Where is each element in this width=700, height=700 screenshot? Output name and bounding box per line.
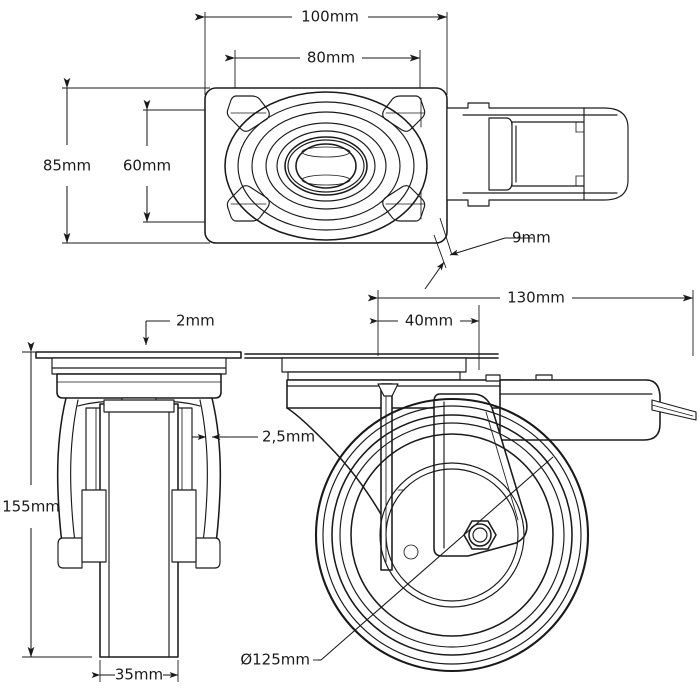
dimension-label-9mm: 9mm (512, 229, 551, 247)
dimension-40mm: 40mm (369, 312, 480, 330)
dimension-label-2-5mm: 2,5mm (262, 428, 315, 446)
hub-block-left (81, 489, 107, 563)
dimension-label-35mm: 35mm (115, 666, 163, 684)
dimension-label-130mm: 130mm (507, 289, 565, 307)
dimension-label-125mm: Ø125mm (240, 651, 310, 669)
front-mounting-plate (35, 351, 242, 375)
wheel-vent-hole (403, 544, 419, 560)
side-view: 130mm 40mm (240, 289, 697, 673)
wheel-tyre-outer (314, 397, 590, 673)
side-wheel (314, 397, 590, 673)
hub-block-right (171, 489, 197, 563)
brake-stud-left (485, 374, 501, 382)
dimension-label-40mm: 40mm (405, 312, 453, 330)
swivel-raceway (224, 91, 428, 241)
raceway-ring-8 (295, 143, 357, 189)
raceway-ring-4 (265, 122, 387, 210)
dimension-35mm: 35mm (91, 660, 179, 684)
wheel-hub-ring-1 (379, 462, 525, 608)
side-plate-body (281, 357, 467, 373)
dimension-label-80mm: 80mm (307, 49, 355, 67)
axle-cap-left (57, 537, 83, 569)
raceway-ring-2 (237, 101, 415, 231)
raceway-ring-7 (287, 139, 365, 193)
wheel-hub-ring-2 (385, 468, 519, 602)
wheel-rim-outer (331, 414, 573, 656)
dimension-label-60mm: 60mm (123, 157, 171, 175)
dimension-155mm: 155mm (2, 341, 92, 658)
raceway-top-notch (301, 146, 351, 158)
brake-cam-plate (511, 121, 585, 187)
raceway-ring-1 (224, 91, 428, 241)
dimension-100mm: 100mm (194, 8, 448, 26)
front-swivel-housing (56, 373, 222, 399)
dimension-9mm: 9mm (424, 217, 551, 290)
raceway-ring-6 (284, 136, 368, 196)
dimension-80mm: 80mm (224, 49, 421, 67)
brake-pedal-top (446, 102, 629, 207)
dimension-label-85mm: 85mm (43, 157, 91, 175)
kingpin-collar (377, 383, 399, 397)
side-brake-lever (499, 379, 697, 441)
brake-pedal-tip (651, 399, 697, 421)
raceway-ring-3 (251, 111, 401, 221)
dimension-label-100mm: 100mm (301, 8, 359, 26)
front-wheel (81, 399, 197, 658)
bolt-hole-top-left (226, 95, 270, 132)
bolt-holes (226, 95, 426, 222)
wheel-tread-body (99, 403, 179, 658)
brake-pivot-block (488, 117, 513, 191)
wheel-tyre-inner (322, 405, 582, 665)
dimension-125mm: Ø125mm (240, 456, 554, 669)
top-view: 100mm 80mm 85mm 60mm (43, 8, 629, 290)
brake-lever-body (499, 379, 661, 441)
wheel-hub-band (103, 399, 175, 413)
wheel-rim-inner (339, 422, 565, 648)
side-mounting-plate (244, 353, 499, 381)
front-view: 2mm 155mm (2, 312, 315, 684)
axle-bore (472, 527, 488, 543)
raceway-bottom-notch (301, 174, 351, 186)
bolt-hole-bottom-left (226, 185, 270, 222)
raceway-ring-5 (276, 130, 376, 202)
dimension-60mm: 60mm (123, 99, 171, 223)
dimension-label-155mm: 155mm (2, 498, 60, 516)
axle-cap-right (195, 537, 221, 569)
dimension-label-2mm: 2mm (176, 312, 215, 330)
dimension-130mm: 130mm (367, 289, 694, 307)
horn-left-sweep (286, 407, 383, 517)
plate-thin-band (35, 351, 242, 359)
wheel-disc-outer (350, 433, 554, 637)
plate-body (51, 357, 227, 375)
dimension-85mm: 85mm (43, 77, 91, 244)
dimension-2-5mm: 2,5mm (192, 428, 315, 446)
side-plate-lip (287, 371, 461, 381)
swivel-housing-block (56, 373, 222, 399)
